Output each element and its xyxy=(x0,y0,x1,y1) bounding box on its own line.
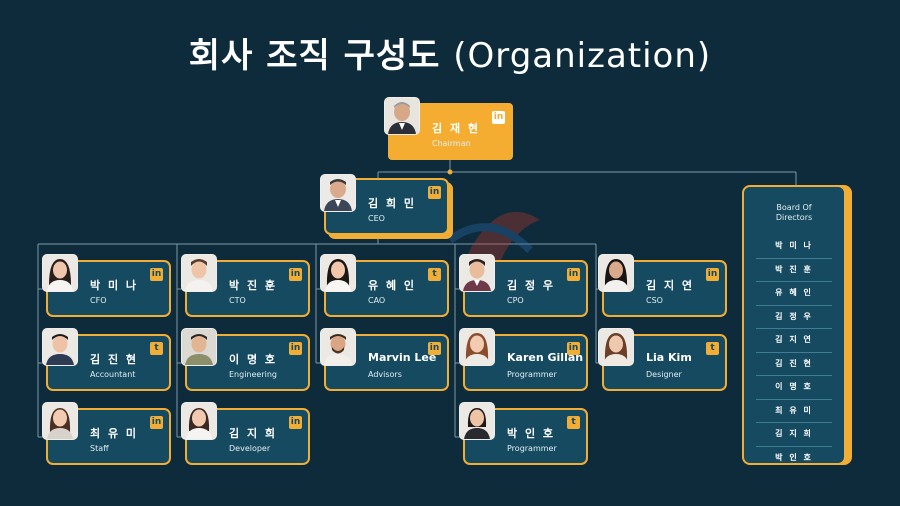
board-member[interactable]: 박 미 나 xyxy=(756,235,832,259)
chairman-name: 김 재 현 xyxy=(432,122,481,135)
member-role: Developer xyxy=(229,444,271,453)
linkedin-icon[interactable]: in xyxy=(150,268,163,281)
board-member[interactable]: 김 지 연 xyxy=(756,329,832,353)
linkedin-icon[interactable]: in xyxy=(567,342,580,355)
member-role: CAO xyxy=(368,296,386,305)
board-member[interactable]: 유 혜 인 xyxy=(756,282,832,306)
member-role: Designer xyxy=(646,370,682,379)
member-name: 박 미 나 xyxy=(90,279,139,292)
member-name: 김 진 현 xyxy=(90,353,139,366)
linkedin-icon[interactable]: in xyxy=(289,268,302,281)
linkedin-icon[interactable]: in xyxy=(706,268,719,281)
member-role: CTO xyxy=(229,296,246,305)
board-member-list: 박 미 나 박 진 훈 유 혜 인 김 정 우 김 지 연 김 진 현 이 명 … xyxy=(756,235,832,469)
avatar xyxy=(459,254,495,292)
chairman-role: Chairman xyxy=(432,139,471,148)
page-title: 회사 조직 구성도 (Organization) xyxy=(188,36,712,76)
member-role: Programmer xyxy=(507,370,557,379)
member-name: 유 혜 인 xyxy=(368,279,417,292)
member-name: 박 인 호 xyxy=(507,427,556,440)
member-card-developer[interactable]: 김 지 희 Developer in xyxy=(185,408,310,465)
chairman-avatar xyxy=(384,97,420,135)
linkedin-icon[interactable]: in xyxy=(289,342,302,355)
member-name: Lia Kim xyxy=(646,351,692,364)
member-card-cto[interactable]: 박 진 훈 CTO in xyxy=(185,260,310,317)
avatar xyxy=(181,254,217,292)
avatar xyxy=(598,254,634,292)
linkedin-icon[interactable]: in xyxy=(289,416,302,429)
ceo-role: CEO xyxy=(368,214,385,223)
member-name: Karen Gillan xyxy=(507,351,584,364)
member-role: Programmer xyxy=(507,444,557,453)
board-member[interactable]: 이 명 호 xyxy=(756,376,832,400)
member-role: Engineering xyxy=(229,370,277,379)
member-name: 김 정 우 xyxy=(507,279,556,292)
member-role: Advisors xyxy=(368,370,402,379)
board-member[interactable]: 김 정 우 xyxy=(756,306,832,329)
member-role: CPO xyxy=(507,296,524,305)
board-member[interactable]: 김 지 희 xyxy=(756,423,832,447)
member-role: Accountant xyxy=(90,370,136,379)
board-member[interactable]: 김 진 현 xyxy=(756,353,832,376)
board-title: Board Of Directors xyxy=(775,203,813,222)
member-role: Staff xyxy=(90,444,109,453)
board-member[interactable]: 박 인 호 xyxy=(775,452,813,462)
avatar xyxy=(42,254,78,292)
member-name: Marvin Lee xyxy=(368,351,437,364)
avatar xyxy=(42,328,78,366)
twitter-icon[interactable]: t xyxy=(706,342,719,355)
twitter-icon[interactable]: t xyxy=(428,268,441,281)
member-name: 이 명 호 xyxy=(229,353,278,366)
board-member[interactable]: 최 유 미 xyxy=(756,400,832,423)
avatar xyxy=(42,402,78,440)
member-role: CFO xyxy=(90,296,107,305)
linkedin-icon[interactable]: in xyxy=(428,186,441,199)
twitter-icon[interactable]: t xyxy=(567,416,580,429)
ceo-name: 김 희 민 xyxy=(368,197,417,210)
member-card-engineering[interactable]: 이 명 호 Engineering in xyxy=(185,334,310,391)
member-name: 박 진 훈 xyxy=(229,279,278,292)
member-name: 김 지 연 xyxy=(646,279,695,292)
avatar xyxy=(459,328,495,366)
linkedin-icon[interactable]: in xyxy=(567,268,580,281)
member-role: CSO xyxy=(646,296,663,305)
avatar xyxy=(320,328,356,366)
member-name: 김 지 희 xyxy=(229,427,278,440)
linkedin-icon[interactable]: in xyxy=(150,416,163,429)
avatar xyxy=(459,402,495,440)
linkedin-icon[interactable]: in xyxy=(428,342,441,355)
avatar xyxy=(181,402,217,440)
member-name: 최 유 미 xyxy=(90,427,139,440)
avatar xyxy=(320,254,356,292)
board-of-directors-panel: Board Of Directors 박 미 나 박 진 훈 유 혜 인 김 정… xyxy=(742,185,846,465)
avatar xyxy=(598,328,634,366)
twitter-icon[interactable]: t xyxy=(150,342,163,355)
board-member[interactable]: 박 진 훈 xyxy=(756,259,832,282)
avatar xyxy=(181,328,217,366)
ceo-avatar xyxy=(320,174,356,212)
linkedin-icon[interactable]: in xyxy=(492,111,505,124)
